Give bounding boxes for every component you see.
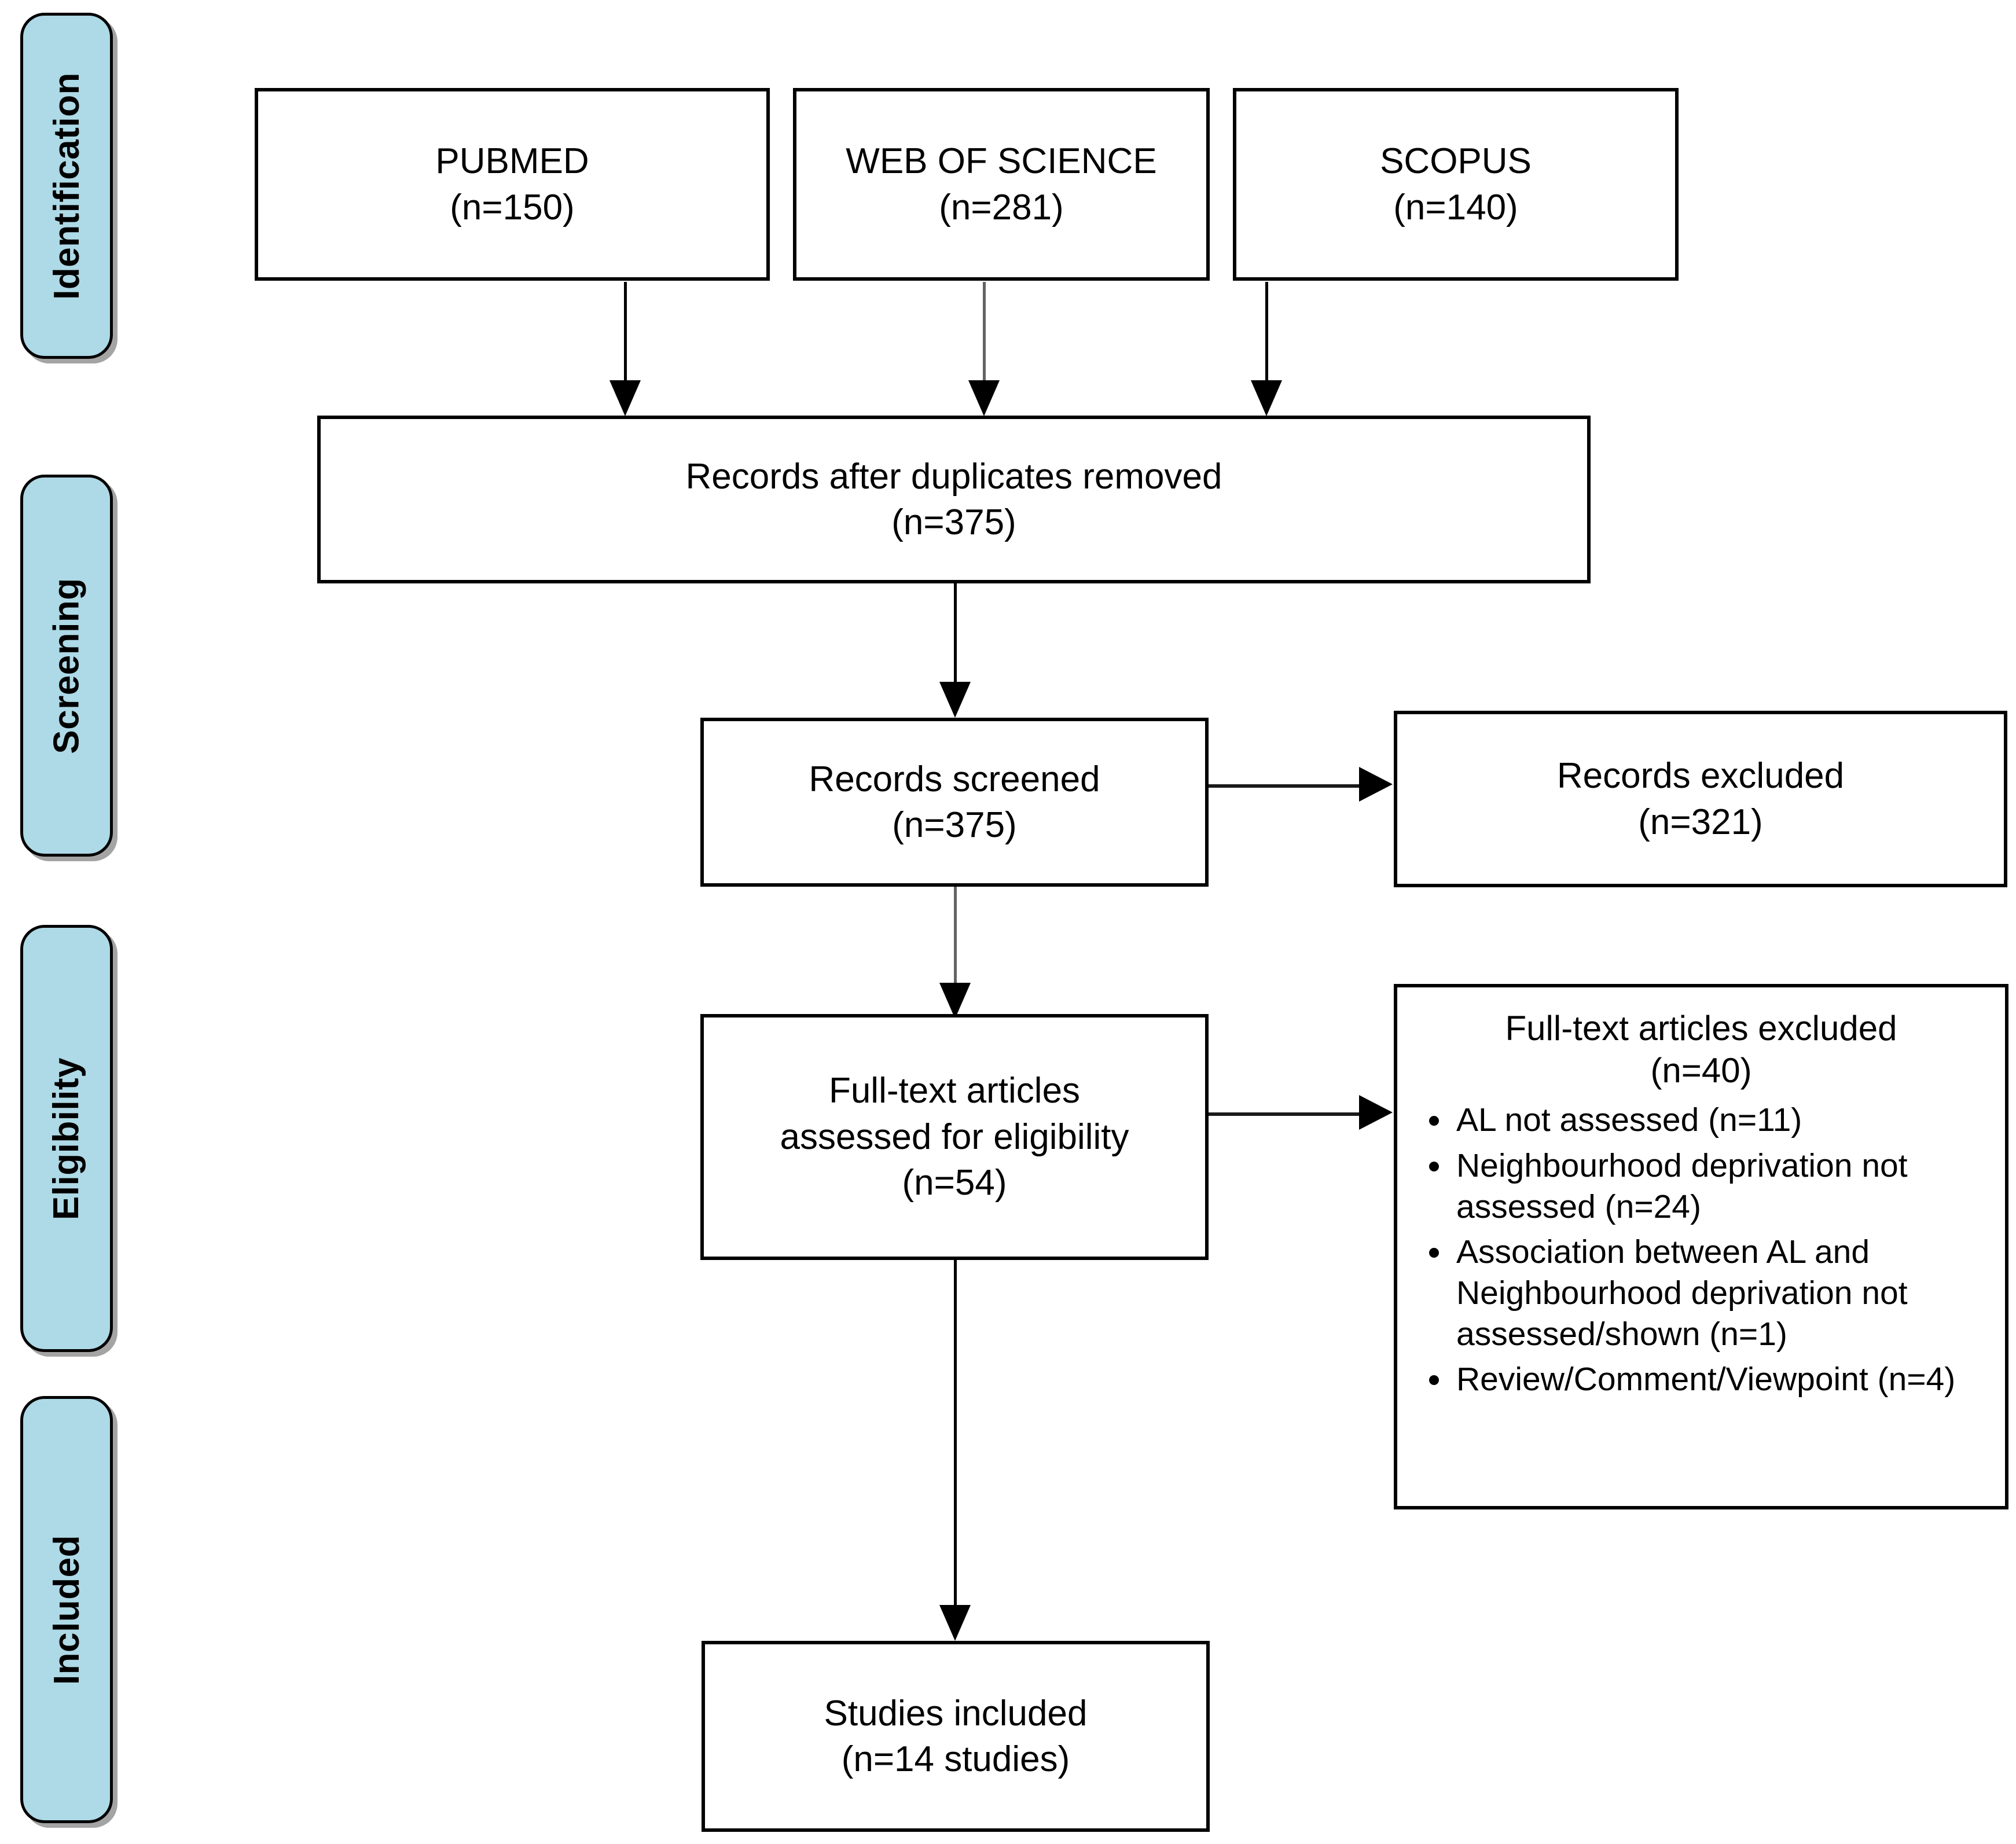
arrowhead-fulltext-to-excluded [1359,1095,1393,1130]
fulltext-excluded-box: Full-text articles excluded (n=40) AL no… [1394,984,2008,1509]
source-pubmed-count: (n=150) [450,187,575,227]
connector-fulltext-to-excluded [1209,1112,1360,1116]
connector-scopus-to-duplicates [1265,282,1268,385]
source-wos-name: WEB OF SCIENCE [846,141,1157,182]
studies-included-box: Studies included (n=14 studies) [702,1641,1210,1832]
connector-screened-to-fulltext [954,887,957,984]
studies-included-label: Studies included [824,1693,1088,1733]
records-excluded-label: Records excluded [1556,756,1845,796]
connector-fulltext-to-included [954,1260,957,1606]
records-screened-label: Records screened [809,759,1100,799]
source-scopus-name: SCOPUS [1380,141,1532,182]
fulltext-assessed-line2: assessed for eligibility [780,1116,1129,1157]
fulltext-assessed-line1: Full-text articles [828,1071,1081,1111]
connector-pubmed-to-duplicates [624,282,627,385]
stage-label-identification-text: Identification [46,72,87,300]
arrowhead-duplicates-to-screened [939,682,971,718]
connector-wos-to-duplicates [983,282,986,385]
connector-screened-to-excluded [1209,784,1360,788]
source-box-web-of-science: WEB OF SCIENCE (n=281) [793,88,1210,281]
studies-included-count: (n=14 studies) [841,1739,1070,1779]
arrowhead-screened-to-excluded [1359,767,1393,802]
stage-label-eligibility-text: Eligibility [46,1057,87,1220]
list-item: Neighbourhood deprivation not assessed (… [1453,1145,1995,1227]
arrowhead-scopus-to-duplicates [1251,380,1282,416]
list-item: AL not assessed (n=11) [1453,1100,1995,1141]
duplicates-removed-count: (n=375) [891,502,1016,542]
records-screened-count: (n=375) [892,805,1017,845]
stage-label-eligibility: Eligibility [20,925,113,1352]
arrowhead-wos-to-duplicates [968,380,1000,416]
duplicates-removed-label: Records after duplicates removed [685,456,1222,497]
stage-label-screening-text: Screening [46,577,87,754]
stage-label-screening: Screening [20,475,113,857]
source-wos-count: (n=281) [939,187,1064,227]
list-item: Association between AL and Neighbourhood… [1453,1232,1995,1354]
stage-label-included-text: Included [46,1534,87,1685]
arrowhead-pubmed-to-duplicates [609,380,641,416]
connector-duplicates-to-screened [954,583,957,683]
fulltext-excluded-reason-list: AL not assessed (n=11) Neighbourhood dep… [1408,1100,1995,1400]
arrowhead-screened-to-fulltext [939,983,971,1019]
source-scopus-count: (n=140) [1393,187,1518,227]
source-box-scopus: SCOPUS (n=140) [1233,88,1679,281]
records-screened-box: Records screened (n=375) [700,718,1209,887]
stage-label-identification: Identification [20,13,113,359]
source-box-pubmed: PUBMED (n=150) [255,88,770,281]
duplicates-removed-box: Records after duplicates removed (n=375) [317,416,1591,583]
fulltext-assessed-box: Full-text articles assessed for eligibil… [700,1014,1209,1260]
list-item: Review/Comment/Viewpoint (n=4) [1453,1359,1995,1400]
arrowhead-fulltext-to-included [939,1605,971,1641]
records-excluded-count: (n=321) [1638,802,1763,842]
fulltext-excluded-count: (n=40) [1650,1051,1752,1090]
source-pubmed-name: PUBMED [435,141,589,182]
fulltext-excluded-label: Full-text articles excluded [1505,1009,1897,1048]
records-excluded-box: Records excluded (n=321) [1394,711,2007,887]
stage-label-included: Included [20,1396,113,1823]
fulltext-assessed-count: (n=54) [902,1163,1007,1203]
